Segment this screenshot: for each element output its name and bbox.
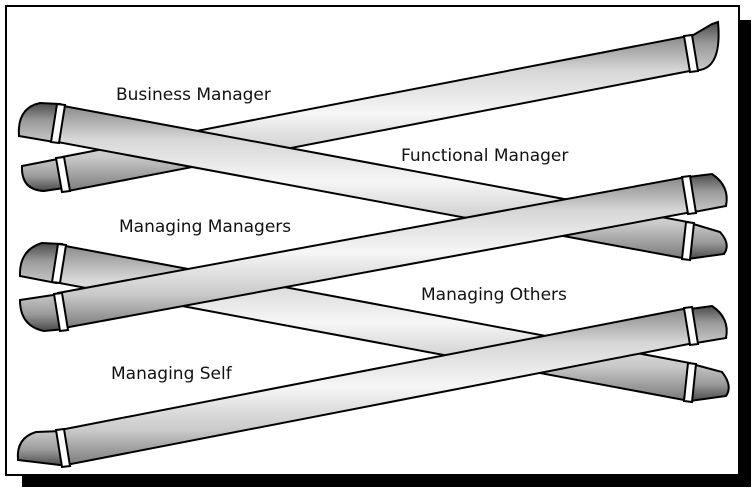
label-managing-self: Managing Self bbox=[111, 364, 232, 384]
label-business-manager: Business Manager bbox=[116, 85, 271, 105]
pipe-rising-middle bbox=[18, 172, 728, 333]
label-managing-managers: Managing Managers bbox=[119, 217, 292, 237]
label-managing-others: Managing Others bbox=[421, 285, 567, 305]
pipe-rising-bottom bbox=[16, 304, 728, 469]
label-functional-manager: Functional Manager bbox=[401, 146, 569, 166]
